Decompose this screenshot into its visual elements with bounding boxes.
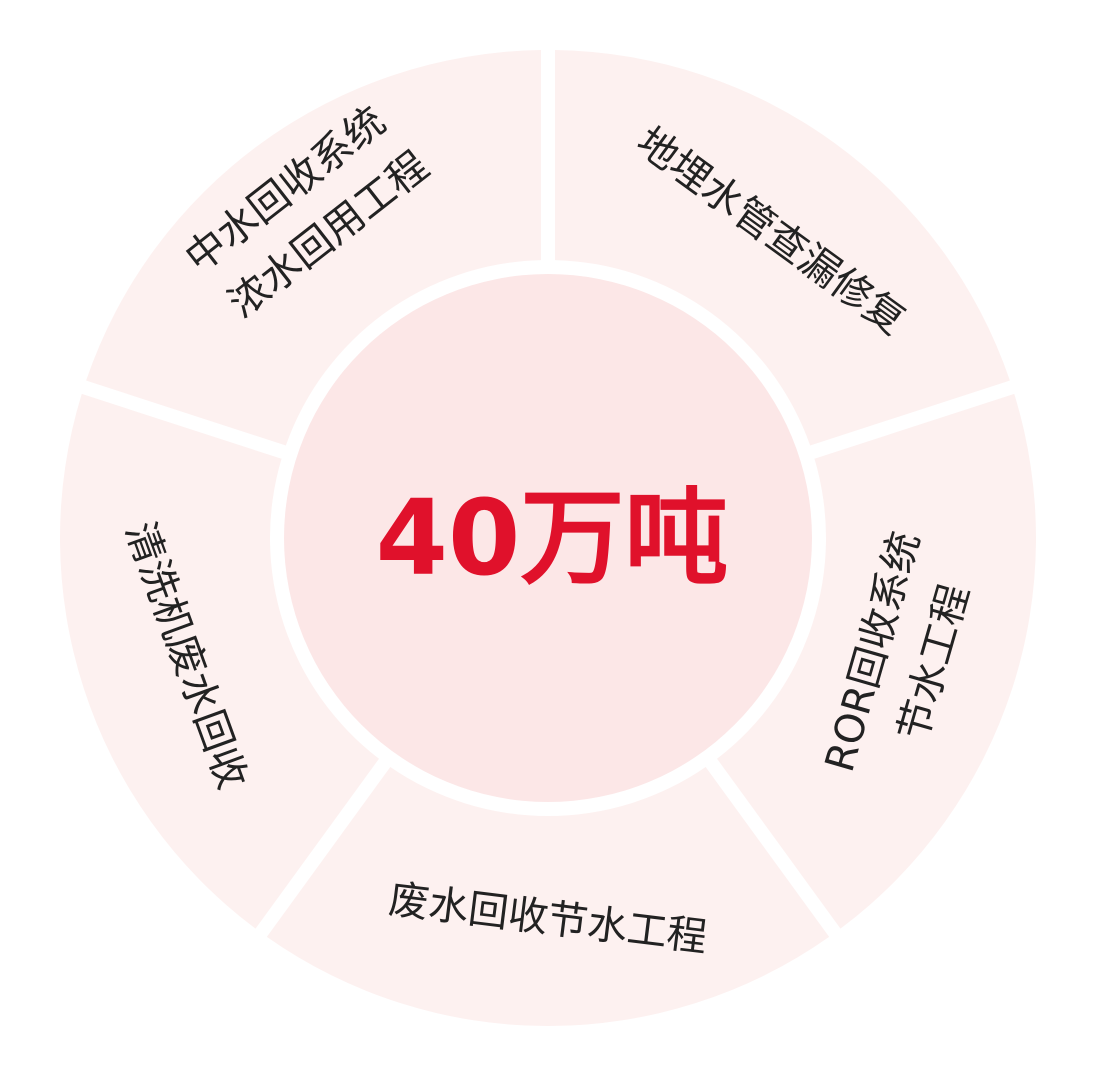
segment-ror-recovery: ROR回收系统 节水工程	[717, 393, 1036, 929]
segment-washer-wastewater: 清洗机废水回收	[59, 393, 379, 929]
segment-shape	[554, 50, 1010, 446]
segment-wastewater-recovery: 废水回收节水工程	[266, 766, 830, 1026]
center-circle	[284, 274, 812, 802]
segment-shape	[86, 50, 542, 446]
center-label: 40万吨	[376, 477, 729, 599]
segment-shape	[59, 393, 379, 929]
segment-shape	[717, 393, 1036, 929]
segment-shape	[266, 766, 830, 1026]
